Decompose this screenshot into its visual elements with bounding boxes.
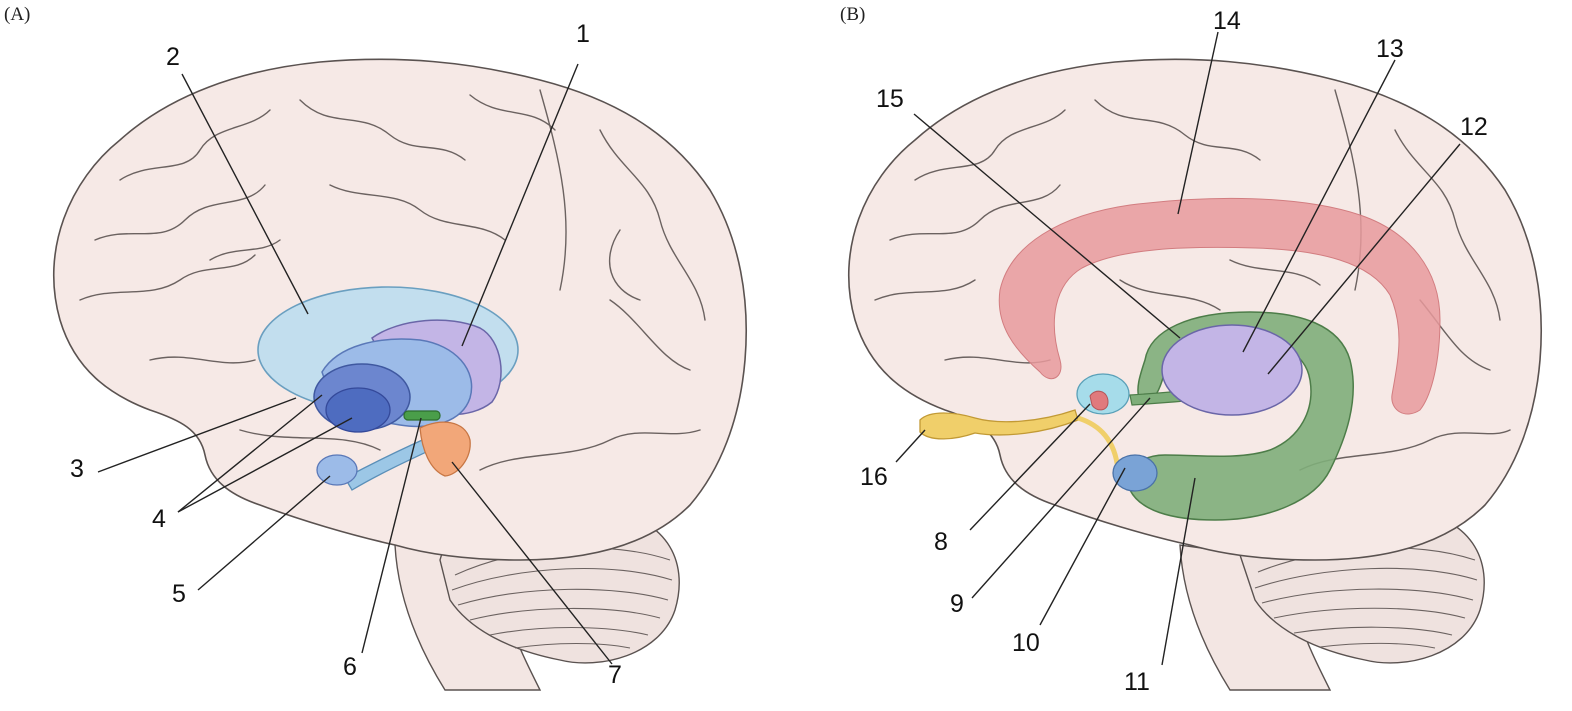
label-2: 2 — [166, 43, 180, 71]
label-14: 14 — [1213, 7, 1241, 35]
label-8: 8 — [934, 528, 948, 556]
panel-a-structure-4-inner — [325, 387, 391, 433]
label-13: 13 — [1376, 35, 1404, 63]
panel-b-cerebrum — [847, 58, 1543, 561]
panel-a-structure-5 — [316, 454, 358, 486]
panel-b-structure-14 — [998, 197, 1441, 415]
panel-b-small-red — [1089, 390, 1109, 411]
label-5: 5 — [172, 580, 186, 608]
panel-a-structure-7 — [419, 421, 471, 477]
panel-b-numbers: 8 9 10 11 12 13 14 15 16 — [860, 7, 1488, 696]
label-15: 15 — [876, 85, 904, 113]
label-10: 10 — [1012, 629, 1040, 657]
panel-a: (A) — [4, 4, 748, 691]
panel-a-structure-6 — [403, 410, 441, 421]
label-12: 12 — [1460, 113, 1488, 141]
label-16: 16 — [860, 463, 888, 491]
panel-b-structure-10 — [1112, 454, 1158, 492]
panel-b-leaders — [895, 31, 1461, 666]
label-6: 6 — [343, 653, 357, 681]
panel-a-letter: (A) — [4, 4, 30, 25]
panel-b-structure-13 — [1161, 324, 1303, 416]
panel-a-leaders — [97, 63, 613, 665]
label-11: 11 — [1124, 668, 1150, 696]
panel-b: (B) — [840, 4, 1543, 696]
label-3: 3 — [70, 455, 84, 483]
label-9: 9 — [950, 590, 964, 618]
panel-a-numbers: 1 2 3 4 5 6 7 — [70, 20, 622, 689]
label-4: 4 — [152, 505, 166, 533]
label-1: 1 — [576, 20, 590, 48]
panel-a-gyri — [79, 89, 706, 471]
panel-b-letter: (B) — [840, 4, 865, 25]
label-7: 7 — [608, 661, 622, 689]
